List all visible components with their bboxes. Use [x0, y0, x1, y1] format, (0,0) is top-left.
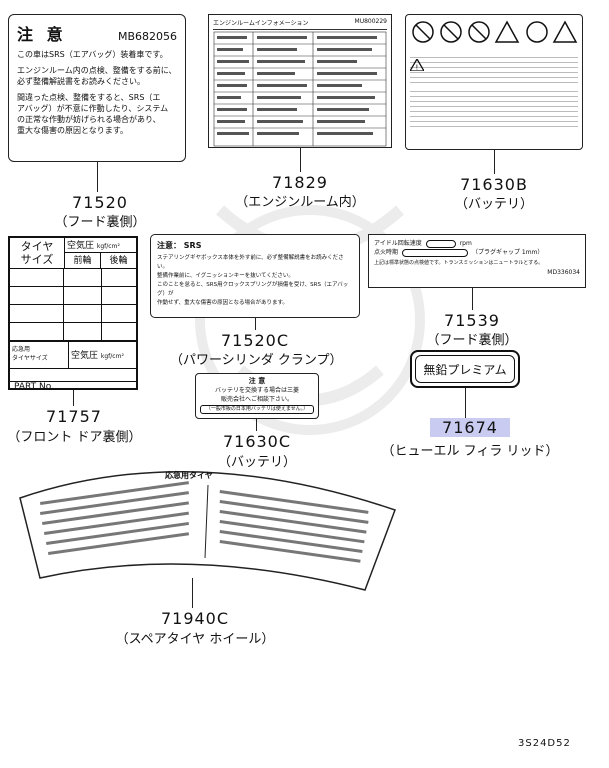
label-text: 重大な傷害の原因となります。 — [17, 126, 128, 135]
part-number-71520c[interactable]: 71520C — [220, 331, 290, 350]
leader-line — [300, 148, 301, 172]
label-71630c: 注 意 バッテリを交換する場合は三菱 販売会社へご相談下さい。 （一般市販の日本… — [195, 373, 319, 419]
label-71674: 無鉛プレミアム — [410, 350, 520, 388]
label-text: エンジンルーム内の点検、整備をする前に、 — [17, 66, 177, 75]
label-text: 空気圧 — [71, 351, 99, 361]
part-number-71829[interactable]: 71829 — [272, 173, 328, 192]
warning-pictograms — [412, 20, 578, 43]
label-71829: エンジンルームインフォメーション MU800229 — [208, 14, 392, 148]
label-title: 応急用タイヤ — [165, 471, 213, 480]
part-number-71940c[interactable]: 71940C — [160, 609, 230, 628]
label-text: kgf/cm² — [96, 243, 120, 250]
label-text: 整備作業前に、イグニッションキーを抜いてください。 — [157, 273, 294, 279]
label-text: このことを怠ると、SRS用クロックスプリングが損傷を受け、SRS（エアバッグ）が — [157, 282, 349, 297]
label-code: MD336034 — [547, 269, 580, 276]
label-text: タイヤ — [20, 240, 54, 253]
label-text: 点火時期 — [374, 249, 399, 256]
part-location: （バッテリ） — [217, 455, 296, 470]
label-title: 注 意 — [17, 25, 67, 44]
part-number-71630b[interactable]: 71630B — [460, 175, 528, 194]
label-71757: タイヤ サイズ 空気圧 kgf/cm² 前輪 後輪 応急用 タイヤサイズ 空気圧… — [8, 236, 138, 392]
part-location: （エンジンルーム内） — [235, 195, 365, 210]
part-location: （バッテリ） — [454, 197, 533, 212]
label-71539: アイドル回転速度 rpm 点火時期 （プラグギャップ 1mm） 上記は標準状態の… — [368, 234, 586, 288]
leader-line — [256, 419, 257, 431]
label-title: 注 意 — [248, 377, 266, 385]
label-header: エンジンルームインフォメーション — [213, 20, 309, 27]
warning-icon: ! — [410, 59, 424, 71]
label-text: （プラグギャップ 1mm） — [472, 249, 544, 256]
label-text: kgf/cm² — [100, 353, 124, 360]
label-71520c: 注意： SRS ステアリングギヤボックス本体を外す前に、必ず整備解説書をお読みく… — [150, 234, 360, 318]
label-71940c — [19, 470, 396, 591]
leader-line — [472, 288, 473, 310]
label-71520: 注 意 MB682056 この車はSRS（エアバッグ）装着車です。 エンジンルー… — [8, 14, 186, 162]
leader-line — [97, 162, 98, 192]
label-text: サイズ — [20, 253, 54, 266]
leader-line — [465, 388, 466, 418]
part-location: （フロント ドア裏側） — [7, 430, 142, 445]
label-text: アイドル回転速度 — [374, 240, 422, 247]
label-text: 後輪 — [109, 256, 128, 266]
part-number-71539[interactable]: 71539 — [444, 311, 500, 330]
label-text: の正常な作動が妨げられる場合があり、 — [17, 115, 161, 124]
label-text: ステアリングギヤボックス本体を外す前に、必ず整備解説書をお読みください。 — [157, 255, 344, 270]
part-location: （フード裏側） — [54, 215, 146, 230]
label-text: アバッグ）が不意に作動したり、システム — [17, 104, 169, 113]
label-71630b: ! — [405, 14, 583, 150]
label-text: 間違った点検、整備をすると、SRS（エ — [17, 93, 161, 102]
label-code: MB682056 — [117, 30, 177, 43]
value-oval — [425, 239, 456, 248]
label-code: MU800229 — [354, 18, 387, 25]
label-text: 作動せず、重大な傷害の原因となる場合があります。 — [157, 300, 288, 306]
part-number-71757[interactable]: 71757 — [46, 407, 102, 426]
part-number-71674[interactable]: 71674 — [430, 418, 510, 437]
part-location: （スペアタイヤ ホイール） — [115, 632, 275, 647]
label-text: 無鉛プレミアム — [423, 362, 507, 377]
label-text: タイヤサイズ — [12, 355, 48, 362]
label-text: 上記は標準状態の点検値です。トランスミッションはニュートラルとする。 — [374, 260, 544, 266]
label-text: この車はSRS（エアバッグ）装着車です。 — [17, 50, 168, 59]
label-title: 注意： SRS — [157, 241, 202, 250]
part-number-71520[interactable]: 71520 — [72, 193, 128, 212]
diagram-code: 3S24D52 — [518, 738, 571, 749]
label-text: バッテリを交換する場合は三菱 — [214, 387, 299, 394]
label-text: rpm — [459, 240, 472, 247]
part-location: （フード裏側） — [426, 333, 518, 348]
label-text: 空気圧 — [67, 241, 95, 251]
label-text: 応急用 — [12, 346, 31, 353]
part-location: （ヒューエル フィラ リッド） — [381, 444, 559, 459]
inner-frame: 無鉛プレミアム — [415, 355, 515, 383]
info-table-graphic — [213, 31, 387, 147]
tire-grid — [10, 269, 136, 341]
part-no-field: PART No. — [10, 381, 136, 392]
label-text: 必ず整備解説書をお読みください。 — [17, 77, 145, 86]
part-location: （パワーシリンダ クランプ） — [170, 353, 343, 368]
label-text: 販売会社へご相談下さい。 — [220, 396, 293, 403]
part-number-71630c[interactable]: 71630C — [222, 432, 292, 451]
label-text: （一般市販の日本用バッテリは使えません。） — [200, 405, 314, 414]
value-oval — [402, 248, 469, 257]
leader-line — [255, 318, 256, 330]
svg-text:!: ! — [416, 64, 419, 72]
leader-line — [192, 578, 193, 608]
leader-line — [494, 150, 495, 174]
label-text: 前輪 — [65, 253, 101, 268]
leader-line — [73, 390, 74, 406]
